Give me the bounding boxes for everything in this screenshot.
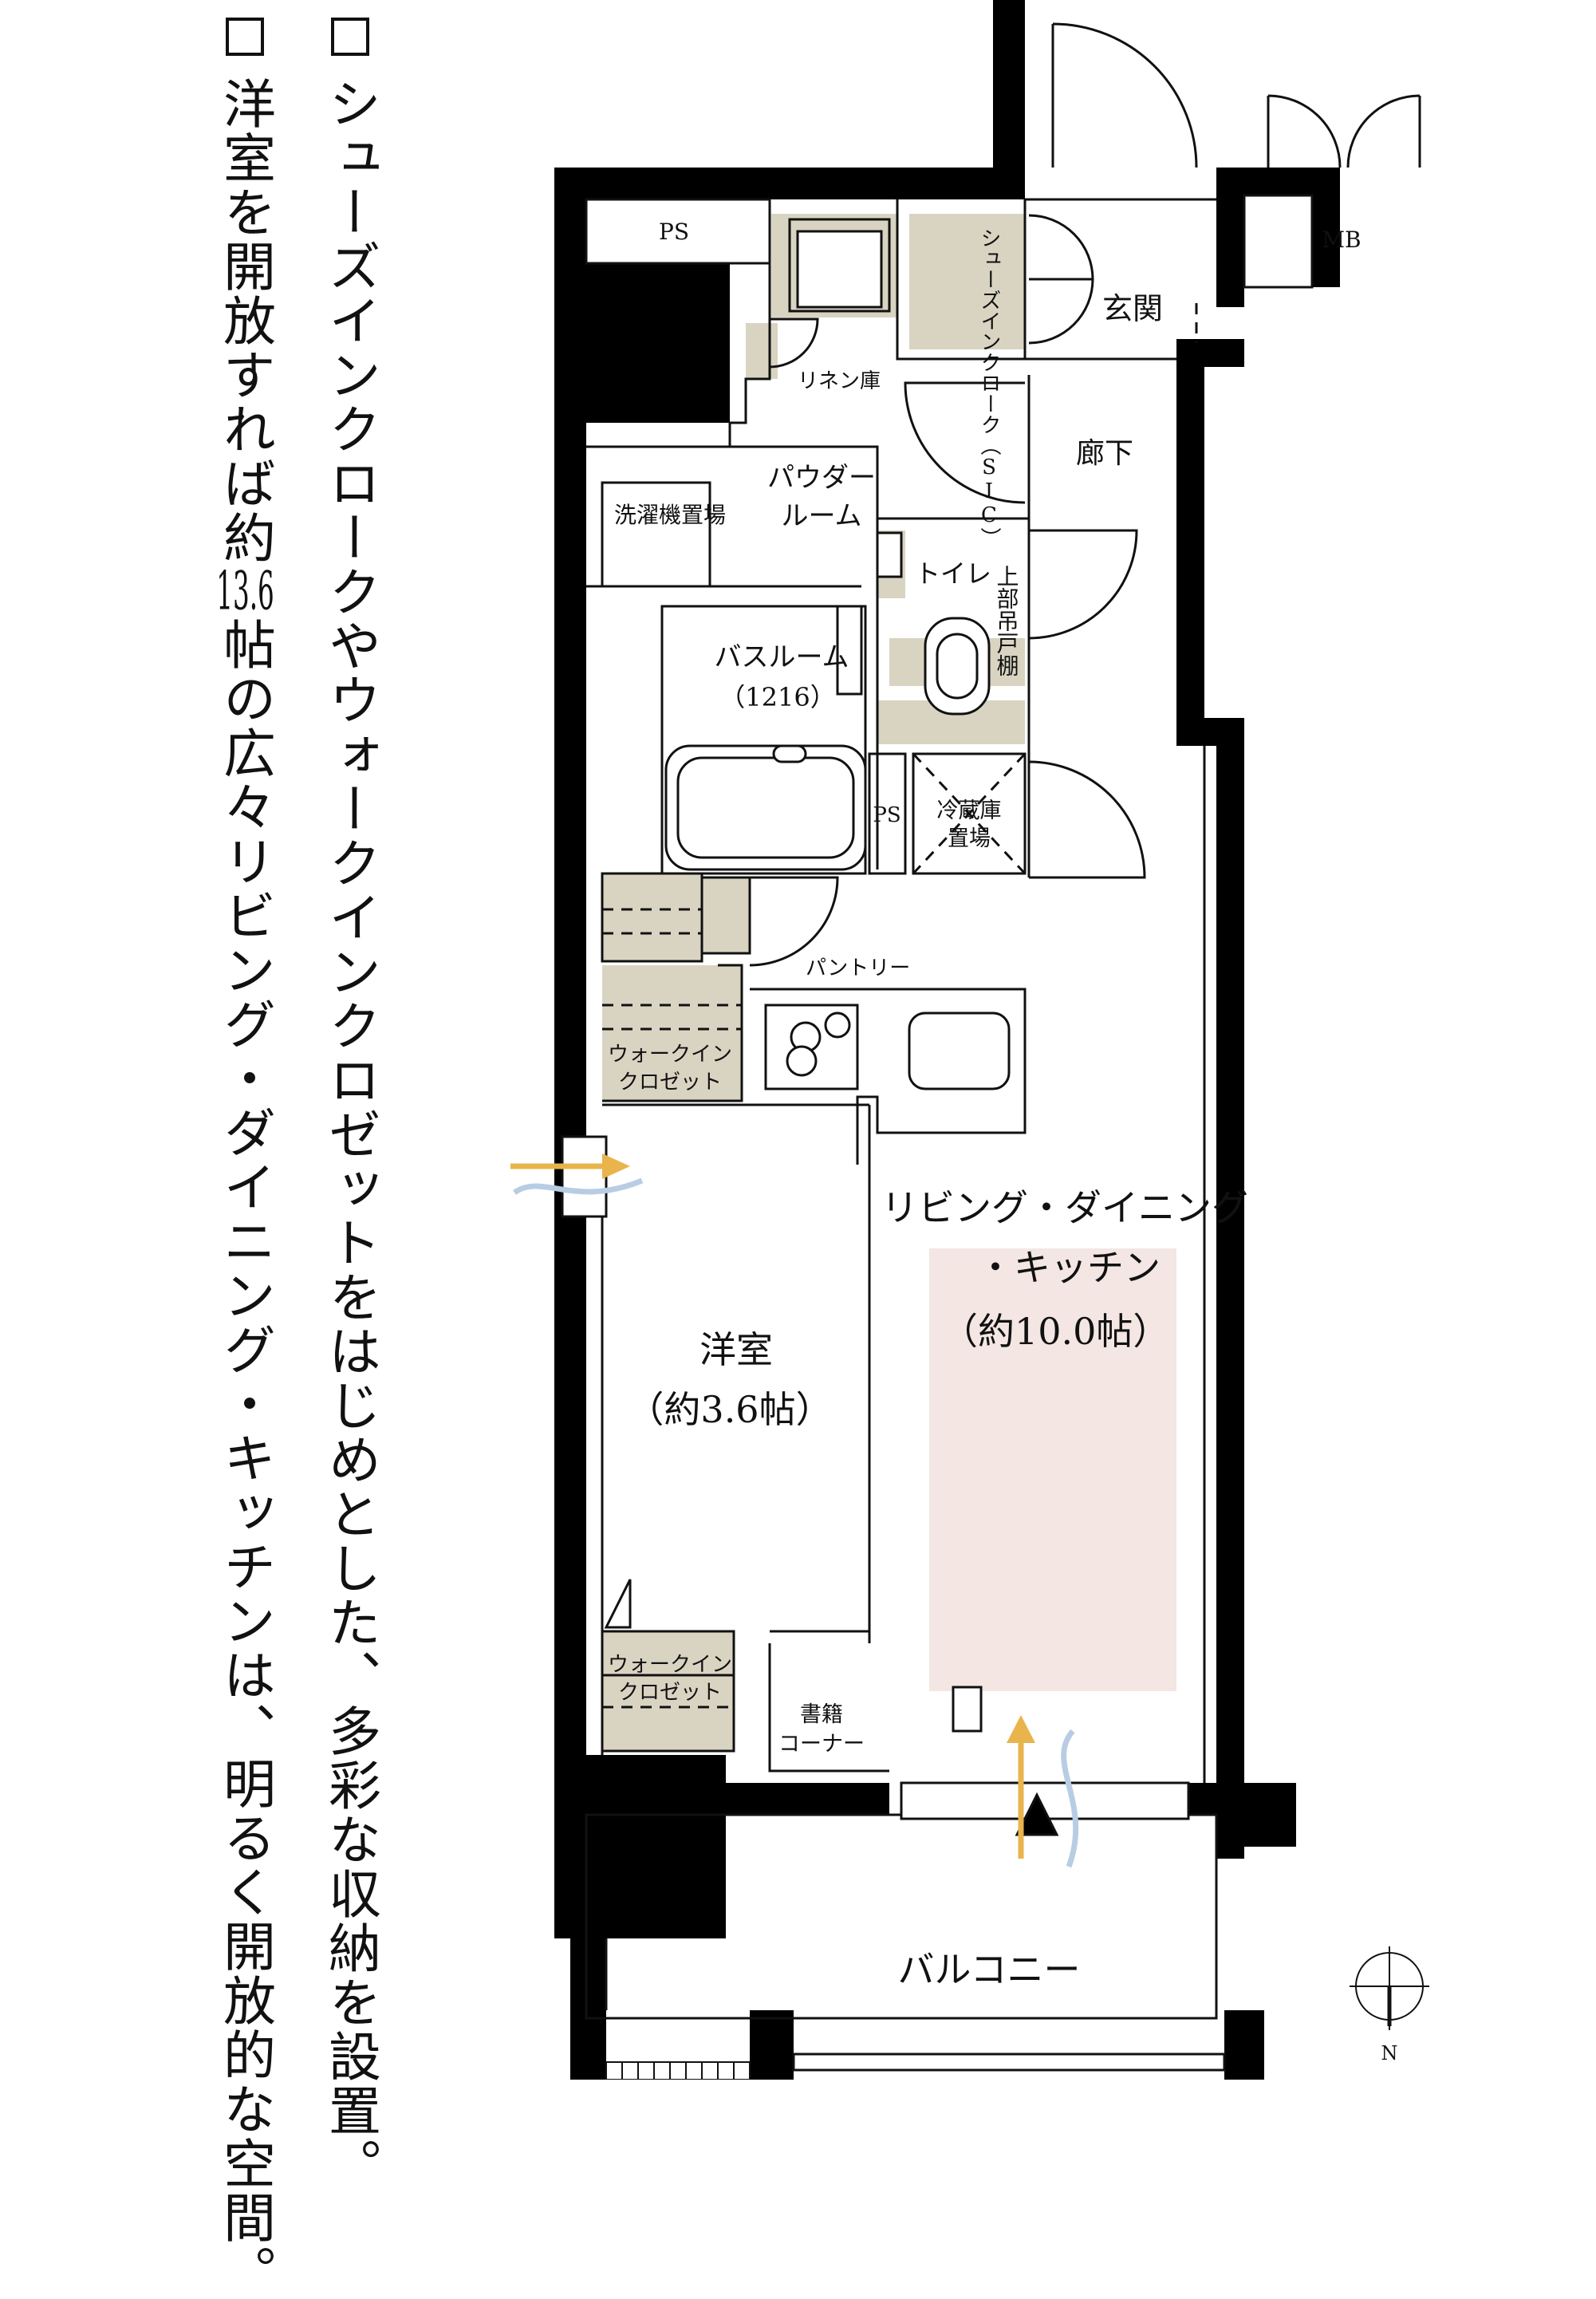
label-fridge-2: 置場 bbox=[948, 826, 991, 851]
fixtures bbox=[561, 218, 1190, 1836]
label-wic2-2: クロゼット bbox=[618, 1681, 722, 1705]
label-bathroom-size: （1216） bbox=[719, 682, 835, 712]
feature-item-2-text-b: 帖の広々リビング・ダイニング・キッチンは、明るく開放的な空間。 bbox=[215, 617, 276, 2299]
label-linen: リネン庫 bbox=[798, 369, 881, 393]
checkbox-icon bbox=[226, 18, 264, 56]
label-pantry: パントリー bbox=[806, 956, 910, 980]
label-ldk-2: ・キッチン bbox=[977, 1246, 1161, 1289]
checkbox-icon bbox=[331, 18, 369, 56]
dashed-shelves bbox=[602, 303, 1198, 1709]
ventilation-arrows bbox=[510, 1153, 1079, 1868]
feature-item-1-text: シューズインクロークやウォークインクロゼットをはじめとした、多彩な収納を設置。 bbox=[320, 77, 381, 2192]
feature-item-2: 洋室を開放すれば約13.6帖の広々リビング・ダイニング・キッチンは、明るく開放的… bbox=[215, 18, 276, 2299]
feature-item-2-number: 13.6 bbox=[216, 565, 274, 617]
doors bbox=[604, 22, 1421, 1629]
balcony-railing bbox=[605, 2061, 751, 2080]
label-mb: MB bbox=[1322, 227, 1361, 253]
feature-item-1: シューズインクロークやウォークインクロゼットをはじめとした、多彩な収納を設置。 bbox=[320, 18, 381, 2192]
label-powder-room-2: ルーム bbox=[782, 500, 862, 532]
label-balcony: バルコニー bbox=[897, 1948, 1080, 1991]
label-ps-mid: PS bbox=[873, 803, 900, 827]
label-upper-shelf: 上部吊戸棚 bbox=[994, 565, 1020, 676]
label-toilet: トイレ bbox=[915, 558, 991, 589]
label-wic1-2: クロゼット bbox=[618, 1071, 722, 1094]
label-wic2-1: ウォークイン bbox=[608, 1653, 732, 1677]
label-study-1: 書籍 bbox=[800, 1702, 843, 1727]
ldk-highlight bbox=[929, 1248, 1176, 1691]
label-wic1-1: ウォークイン bbox=[608, 1043, 732, 1067]
label-powder-room-1: パウダー bbox=[767, 462, 876, 494]
floor-plan: PS MB シューズインクローク（SIC） 玄関 リネン庫 廊下 パウダー ルー… bbox=[510, 0, 1429, 2080]
label-bathroom: バスルーム bbox=[715, 641, 849, 673]
compass-icon bbox=[1350, 1946, 1429, 2030]
label-washer: 洗濯機置場 bbox=[614, 502, 726, 528]
label-ldk-size: （約10.0帖） bbox=[941, 1310, 1169, 1353]
label-shoes-in-cloak: シューズインクローク（SIC） bbox=[977, 227, 1001, 548]
label-entrance: 玄関 bbox=[1102, 291, 1163, 326]
label-ps-top: PS bbox=[659, 219, 689, 245]
label-hallway: 廊下 bbox=[1076, 437, 1133, 470]
label-study-2: コーナー bbox=[778, 1732, 865, 1757]
label-western: 洋室 bbox=[699, 1328, 773, 1371]
label-western-size: （約3.6帖） bbox=[627, 1388, 832, 1431]
label-ldk-1: リビング・ダイニング bbox=[881, 1186, 1248, 1229]
walls bbox=[554, 0, 1340, 2080]
label-compass-n: N bbox=[1381, 2042, 1398, 2064]
label-fridge-1: 冷蔵庫 bbox=[937, 799, 1002, 823]
feature-item-2-text-a: 洋室を開放すれば約 bbox=[215, 77, 276, 565]
